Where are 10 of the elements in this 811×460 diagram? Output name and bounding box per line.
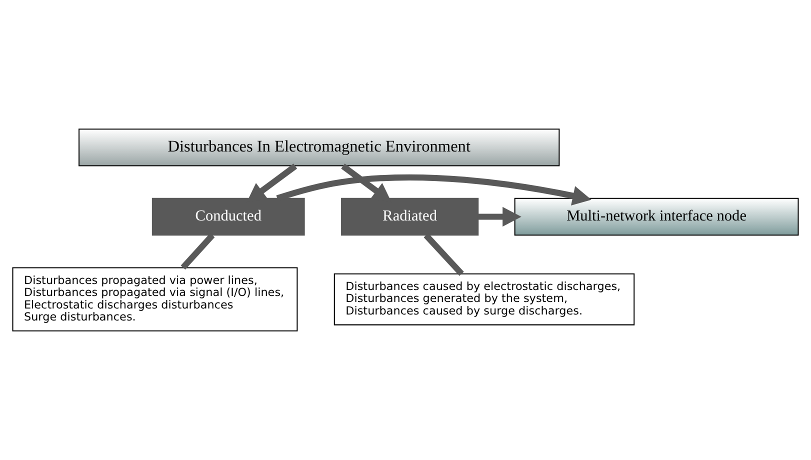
connector bbox=[180, 233, 215, 270]
node-box: Conducted bbox=[152, 198, 305, 236]
node-box: Disturbances propagated via power lines, Disturbances propagated via signal (I/O) lines, Electrostatic discharges disturbances Surge disturbances. bbox=[12, 267, 298, 332]
arrow bbox=[276, 174, 592, 206]
connector bbox=[424, 233, 464, 276]
node-box: Disturbances caused by electrostatic discharges, Disturbances generated by the system, Disturbances caused by surge discharges. bbox=[334, 273, 635, 326]
arrow bbox=[478, 206, 522, 227]
node-box: Disturbances In Electromagnetic Environment bbox=[78, 128, 560, 166]
node-box: Multi-network interface node bbox=[514, 198, 799, 236]
node-box: Radiated bbox=[341, 198, 479, 236]
